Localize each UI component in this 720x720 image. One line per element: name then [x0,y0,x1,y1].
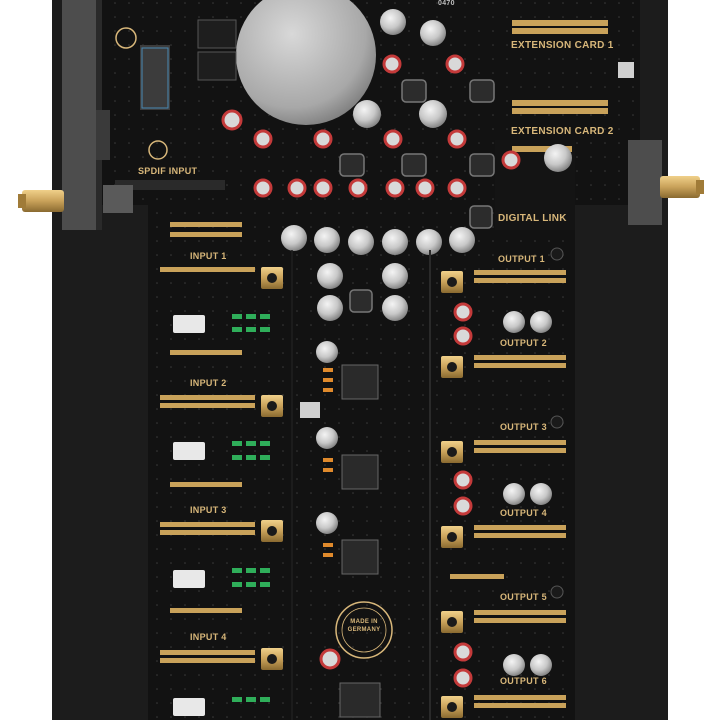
label-made-in-germany: MADE IN GERMANY [347,619,381,633]
label-output-6: OUTPUT 6 [500,676,547,686]
left-bracket [62,0,96,230]
label-spdif-input: SPDIF INPUT [138,166,198,176]
label-part-number: 0470 [438,0,455,7]
capacitors-small-red [221,54,521,688]
label-output-3: OUTPUT 3 [500,422,547,432]
label-input-1: INPUT 1 [190,251,227,261]
made-in-germany-seal [335,601,393,659]
label-output-1: OUTPUT 1 [498,254,545,264]
label-output-5: OUTPUT 5 [500,592,547,602]
rca-connector-left [18,190,64,212]
capacitor-bank-upper [281,9,572,321]
right-bracket [628,140,662,225]
dsp-chips [300,341,381,718]
label-digital-link: DIGITAL LINK [498,213,567,224]
round-window [236,0,376,125]
label-extension-card-1: EXTENSION CARD 1 [511,40,614,51]
inductors [339,79,495,313]
label-extension-card-2: EXTENSION CARD 2 [511,126,614,137]
label-output-2: OUTPUT 2 [500,338,547,348]
rca-connector-right [660,176,704,198]
output-channels [441,247,566,718]
input-channels [160,222,283,716]
extension-card-headers [512,20,608,152]
label-input-2: INPUT 2 [190,378,227,388]
label-input-3: INPUT 3 [190,505,227,515]
label-input-4: INPUT 4 [190,632,227,642]
label-output-4: OUTPUT 4 [500,508,547,518]
